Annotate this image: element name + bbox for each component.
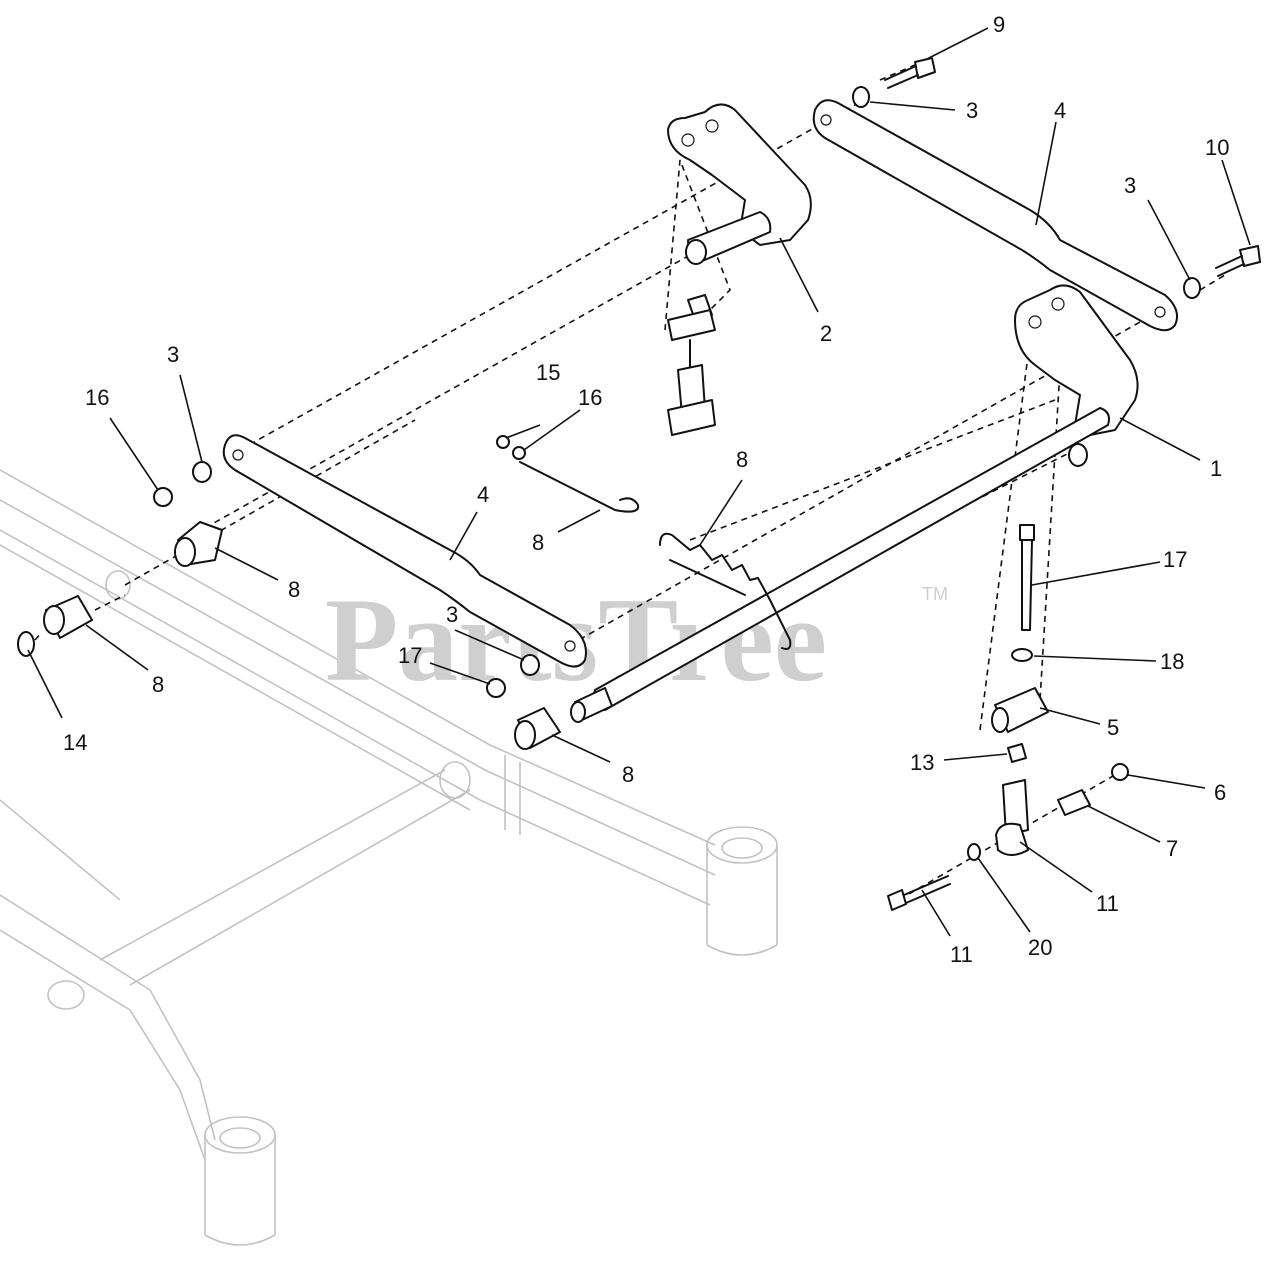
callout-10: 8 [736, 447, 748, 472]
callout-17: 17 [398, 643, 422, 668]
callout-labels: 9 3 4 10 3 2 1 15 16 8 8 3 16 4 8 8 14 3… [63, 12, 1229, 967]
callout-3: 3 [966, 98, 978, 123]
callout-20: 20 [1028, 935, 1052, 960]
callout-8: 8 [622, 762, 634, 787]
callout-19: 18 [1160, 649, 1184, 674]
parts [17, 57, 1261, 911]
callout-11: 9 [993, 12, 1005, 37]
callout-11: 10 [1205, 135, 1229, 160]
callout-3: 3 [1124, 173, 1136, 198]
callout-16: 15 [536, 360, 560, 385]
callout-4: 4 [1054, 98, 1066, 123]
callout-8: 8 [152, 672, 164, 697]
mower-frame [0, 469, 778, 1246]
callout-13: 11 [950, 942, 973, 967]
callout-14: 14 [63, 730, 87, 755]
callout-1: 1 [1210, 456, 1222, 481]
callout-leaders [27, 27, 1251, 937]
callout-3: 3 [446, 602, 458, 627]
callout-3: 3 [167, 342, 179, 367]
callout-15: 13 [910, 750, 934, 775]
callout-4: 4 [477, 482, 489, 507]
callout-8: 8 [288, 577, 300, 602]
watermark-trademark: TM [922, 584, 948, 604]
callout-7: 7 [1166, 836, 1178, 861]
callout-17: 16 [85, 385, 109, 410]
callout-5: 5 [1107, 715, 1119, 740]
callout-18: 17 [1163, 547, 1187, 572]
callout-12: 11 [1096, 891, 1119, 916]
callout-6: 6 [1214, 780, 1226, 805]
callout-2: 2 [820, 321, 832, 346]
callout-9: 8 [532, 530, 544, 555]
callout-16: 16 [578, 385, 602, 410]
